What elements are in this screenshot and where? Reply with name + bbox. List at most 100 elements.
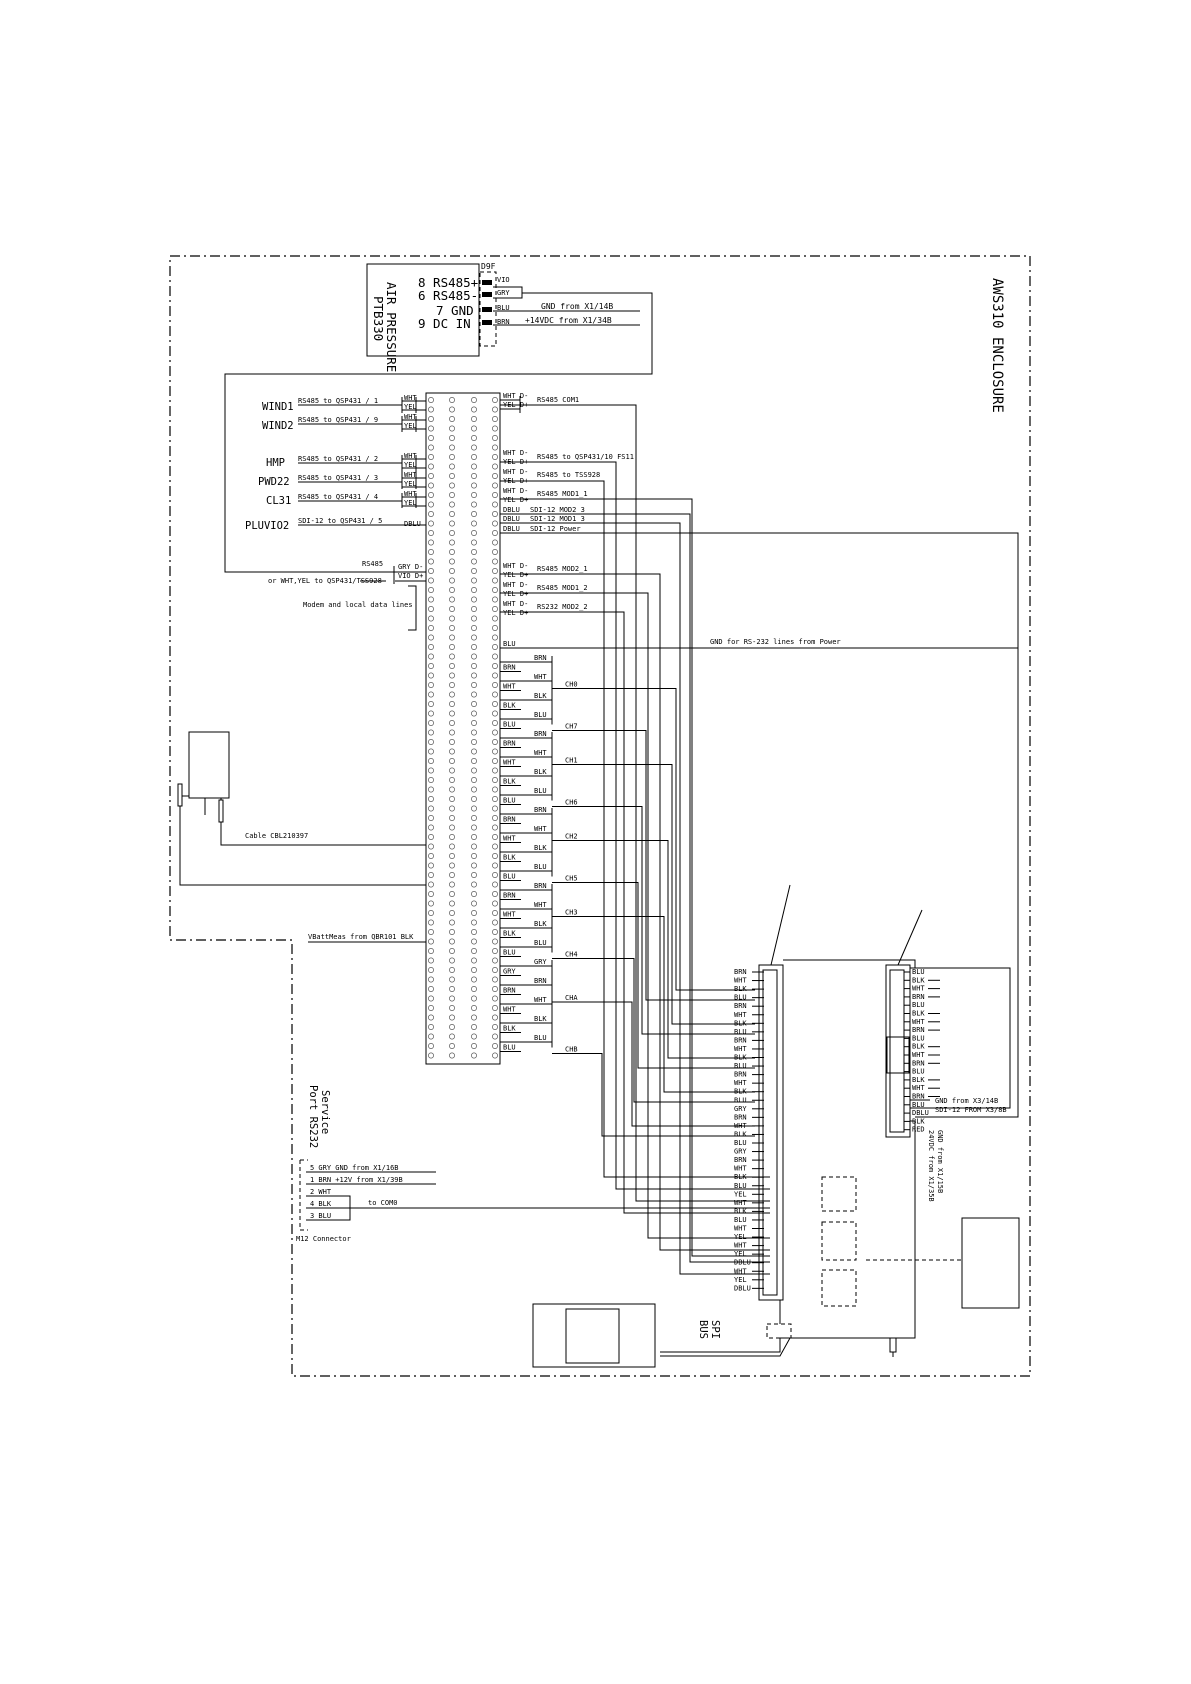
connector-a-label: GRY [734, 1148, 747, 1156]
alt-label: or WHT,YEL to QSP431/TSS928 [268, 577, 382, 585]
connector-a-label: BLU [734, 1139, 747, 1147]
terminal-hole [449, 606, 455, 612]
terminal-hole [428, 406, 434, 413]
channel-wire-label: BLU [534, 1034, 547, 1042]
terminal-hole [492, 596, 498, 603]
connector-b-label: BRN [912, 1026, 925, 1034]
ptb330-subtitle: AIR PRESSURE [384, 282, 399, 372]
terminal-hole [492, 1024, 498, 1030]
channel-wire-label: BRN [534, 806, 547, 814]
right-line-4: RS485 MOD1_1 [537, 490, 588, 498]
channel-wire-label: BLK [534, 1015, 547, 1023]
terminal-hole [428, 454, 434, 460]
terminal-hole [428, 929, 434, 935]
terminal-hole [471, 910, 477, 916]
terminal-hole [449, 397, 455, 403]
service-port: Service Port RS232 5 GRY GND from X1/16B… [296, 1085, 770, 1243]
terminal-hole [492, 435, 498, 441]
logger-display [565, 1308, 620, 1364]
optional-module-1 [821, 1176, 857, 1212]
channel-wire-label: BLK [503, 778, 516, 786]
channel-wire-label: BRN [534, 654, 547, 662]
channel-wire-label: BLU [503, 1044, 516, 1052]
terminal-hole [471, 558, 477, 565]
connector-a-label: BLU [734, 994, 747, 1002]
service-pin-5: 3 BLU [310, 1212, 331, 1220]
connector-b: BLUBLKWHTBRNBLUBLKWHTBRNBLUBLKWHTBRNBLUB… [780, 909, 1011, 1339]
terminal-hole [471, 634, 477, 641]
terminal-hole [471, 1024, 477, 1030]
ptb330-connector-label: D9F [481, 262, 496, 271]
terminal-hole [492, 805, 498, 812]
right-line-2-w1: WHT D- [503, 449, 528, 457]
terminal-hole [471, 454, 477, 460]
terminal-hole [428, 872, 434, 878]
left-line-wiring [298, 397, 426, 526]
terminal-hole [492, 881, 498, 888]
right-line-8-w2: YEL D+ [503, 571, 528, 579]
terminal-hole [492, 653, 498, 660]
terminal-hole [428, 435, 434, 441]
channel-wire-label: BLK [503, 702, 516, 710]
channel-wire-label: BRN [503, 740, 516, 748]
terminal-hole [492, 577, 498, 584]
terminal-hole [449, 995, 455, 1002]
terminal-hole [428, 919, 434, 926]
right-line-8-w1: WHT D- [503, 562, 528, 570]
right-line-4-w1: WHT D- [503, 487, 528, 495]
terminal-hole [428, 948, 434, 954]
right-line-10: RS232 MOD2_2 [537, 603, 588, 611]
terminal-hole [471, 549, 477, 555]
connector-a-label: DBLU [734, 1284, 751, 1292]
channel-wire-label: WHT [503, 759, 516, 767]
terminal-hole [428, 1033, 434, 1040]
terminal-hole [492, 634, 498, 641]
channel-wire-label: BRN [534, 730, 547, 738]
terminal-hole [471, 862, 477, 869]
terminal-hole [492, 815, 498, 821]
terminal-hole [449, 473, 455, 479]
ptb330-wire-2: GRY [497, 289, 510, 297]
terminal-hole [449, 1043, 455, 1049]
left-line-2: RS485 to QSP431 / 9 [298, 416, 378, 424]
vio-d-label: VIO D+ [398, 572, 423, 580]
terminal-hole [449, 976, 455, 983]
terminal-hole [492, 786, 498, 793]
terminal-hole [428, 834, 434, 840]
connector-b-label: WHT [912, 1051, 925, 1059]
connector-a-inner [762, 969, 778, 1296]
terminal-hole [428, 701, 434, 707]
connector-a-label: BRN [734, 968, 747, 976]
terminal-hole [492, 1052, 498, 1059]
terminal-hole [428, 691, 434, 698]
terminal-hole [428, 957, 434, 964]
bus-label: BUS [697, 1320, 709, 1339]
ptb330-pin-2: 6 RS485- [418, 288, 478, 303]
left-line-6: SDI-12 to QSP431 / 5 [298, 517, 382, 525]
terminal-hole [449, 777, 455, 783]
terminal-hole [428, 444, 434, 451]
terminal-hole [471, 938, 477, 945]
connector-a-label: YEL [734, 1250, 747, 1258]
terminal-hole [471, 739, 477, 745]
terminal-hole [471, 720, 477, 726]
terminal-holes [428, 397, 498, 1059]
terminal-hole [471, 615, 477, 622]
terminal-hole [449, 986, 455, 992]
rs485-label: RS485 [362, 560, 383, 568]
terminal-hole [471, 824, 477, 831]
right-lines: WHT D- YEL D+ RS485 COM1 WHT D- YEL D+ R… [503, 392, 841, 648]
terminal-hole [471, 596, 477, 603]
terminal-hole [449, 872, 455, 878]
terminal-hole [449, 587, 455, 593]
enclosure-title: AWS310 ENCLOSURE [989, 278, 1005, 413]
channel-wire-label: BRN [534, 882, 547, 890]
connector-a-label: WHT [734, 1045, 747, 1053]
terminal-hole [492, 710, 498, 717]
gnd-line-text: GND for RS-232 lines from Power [710, 638, 841, 646]
connector-a: BRNWHTBLKBLUBRNWHTBLKBLUBRNWHTBLKBLUBRNW… [734, 884, 791, 1301]
connector-a-label: WHT [734, 1199, 747, 1207]
terminal-hole [492, 834, 498, 840]
connector-a-label: YEL [734, 1233, 747, 1241]
connector-a-label: BLK [734, 1054, 747, 1062]
